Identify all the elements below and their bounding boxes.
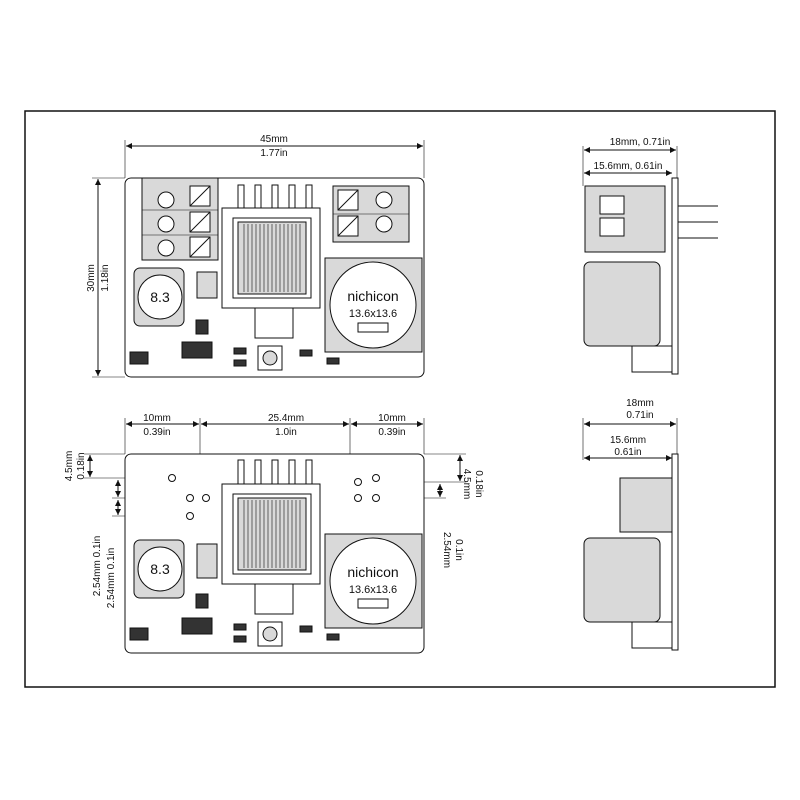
terminal-block-left	[141, 177, 219, 261]
left-v-mm: 4.5mm	[64, 451, 75, 482]
transformer	[221, 207, 321, 309]
width-in-label: 1.77in	[260, 148, 287, 159]
capacitor-brand: nichicon	[347, 288, 398, 304]
right-pitch-in: 0.1in	[453, 539, 464, 561]
capacitor-brand-bottom: nichicon	[347, 564, 398, 580]
side-view-top: 18mm, 0.71in 15.6mm, 0.61in	[582, 137, 718, 375]
side-dim2: 15.6mm, 0.61in	[594, 161, 663, 172]
right-pitch-mm: 2.54mm	[441, 532, 452, 568]
capacitor: nichicon 13.6x13.6	[324, 257, 423, 353]
right-v-mm: 4.5mm	[461, 469, 472, 500]
height-mm-label: 30mm	[86, 264, 97, 292]
center-mm: 25.4mm	[268, 413, 304, 424]
inductor: 8.3	[133, 267, 185, 327]
side-bottom-dim1-in: 0.71in	[626, 410, 653, 421]
mounting-holes	[168, 474, 380, 520]
pitch-b: 2.54mm 0.1in	[106, 548, 117, 609]
left-in: 0.39in	[143, 427, 170, 438]
right-in: 0.39in	[378, 427, 405, 438]
capacitor-size: 13.6x13.6	[349, 308, 397, 320]
bottom-view: 10mm 0.39in 25.4mm 1.0in 10mm 0.39in 4.5…	[64, 413, 484, 654]
inductor-label: 8.3	[150, 289, 170, 305]
capacitor-bottom: nichicon 13.6x13.6	[324, 533, 423, 629]
inductor-label-bottom: 8.3	[150, 561, 170, 577]
side-bottom-dim2-mm: 15.6mm	[610, 435, 646, 446]
capacitor-size-bottom: 13.6x13.6	[349, 584, 397, 596]
height-in-label: 1.18in	[100, 264, 111, 291]
smd-parts-top	[129, 271, 340, 371]
drawing-frame	[24, 110, 776, 688]
transformer-bottom	[221, 483, 321, 585]
top-view: 45mm 1.77in 30mm 1.18in	[86, 134, 425, 378]
width-mm-label: 45mm	[260, 134, 288, 145]
side-dim1: 18mm, 0.71in	[610, 137, 671, 148]
left-mm: 10mm	[143, 413, 171, 424]
right-v-in: 0.18in	[473, 470, 484, 497]
inductor-bottom: 8.3	[133, 539, 185, 599]
pitch-a: 2.54mm 0.1in	[92, 536, 103, 597]
side-bottom-dim2-in: 0.61in	[614, 447, 641, 458]
right-mm: 10mm	[378, 413, 406, 424]
left-v-in: 0.18in	[76, 452, 87, 479]
terminal-block-right	[332, 185, 410, 243]
smd-parts-bottom	[129, 543, 340, 647]
center-in: 1.0in	[275, 427, 297, 438]
side-view-bottom: 18mm 0.71in 15.6mm 0.61in	[582, 398, 679, 651]
side-bottom-dim1-mm: 18mm	[626, 398, 654, 409]
